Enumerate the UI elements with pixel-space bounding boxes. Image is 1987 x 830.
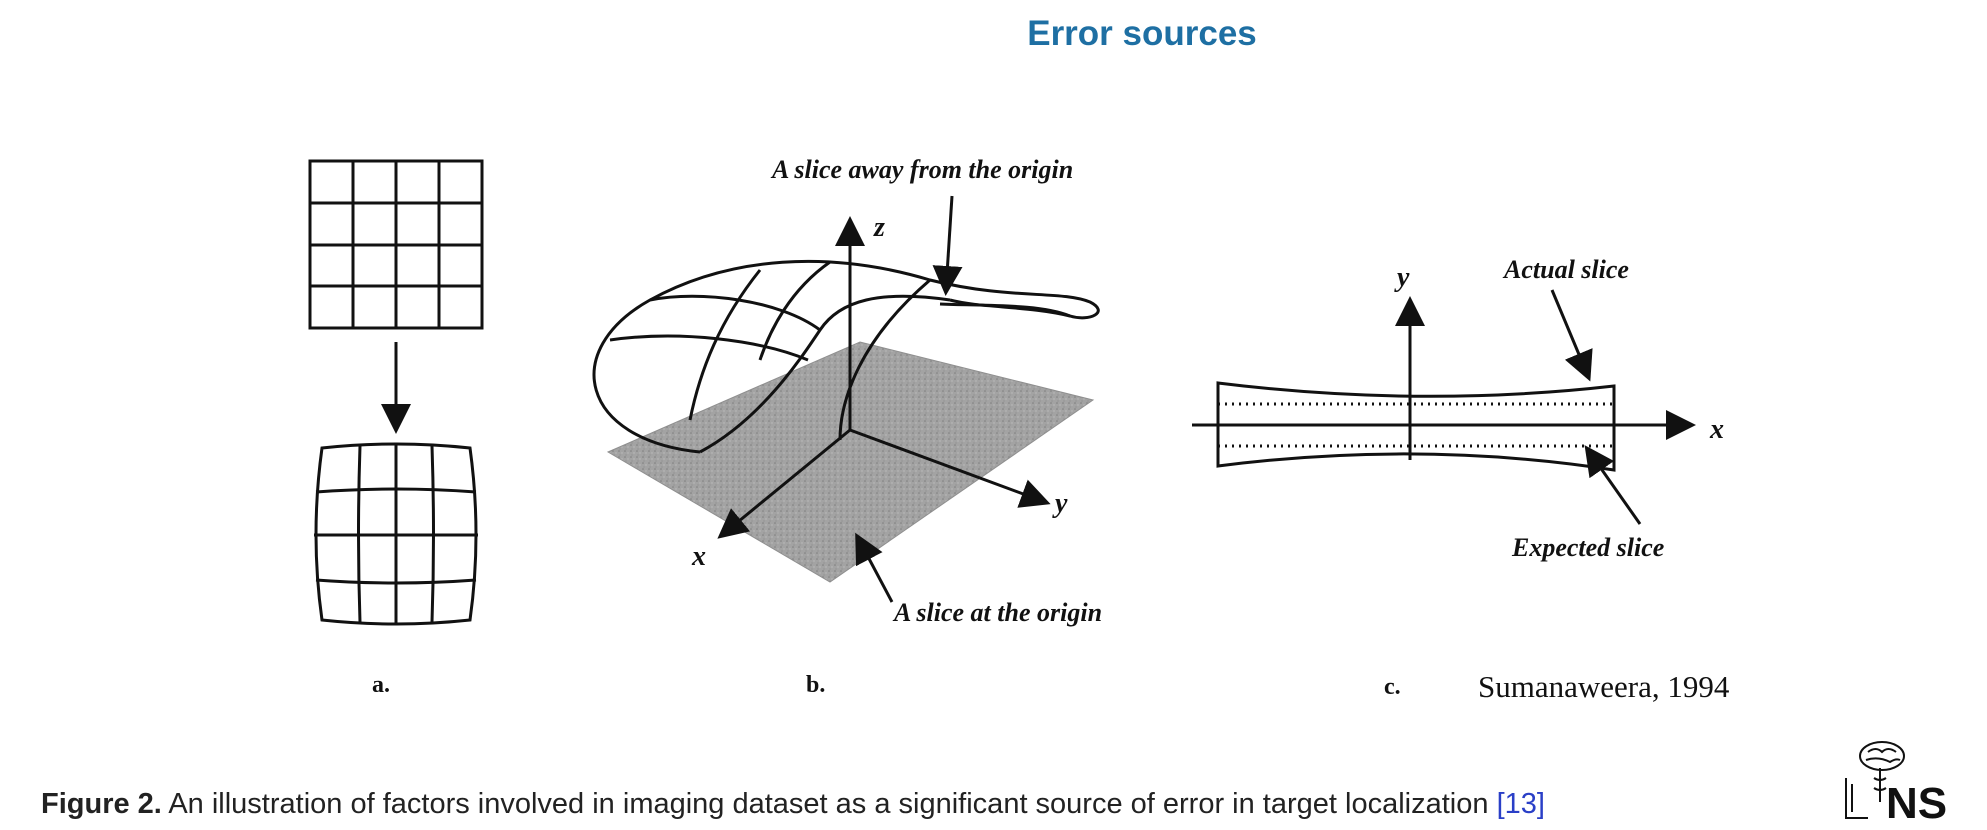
axis-c-x: x [1192, 410, 1724, 445]
callout-arrow-expected [1584, 445, 1642, 525]
caption-text: An illustration of factors involved in i… [161, 788, 1497, 820]
curved-slice-surface [592, 259, 1100, 454]
slide-title: Error sources [1027, 14, 1257, 53]
expected-slice-boundary [1218, 402, 1614, 448]
caption-prefix: Figure 2. [41, 788, 162, 820]
axis-z-label: z [873, 212, 885, 243]
callout-actual-slice: Actual slice [1502, 255, 1629, 284]
panel-c: x y Actual slice Expected slice c. Suman… [1192, 255, 1730, 704]
axis-y: y [849, 428, 1068, 519]
axis-y-label: y [1052, 488, 1068, 519]
axis-c-y: y [1394, 262, 1425, 460]
panel-a: a. [308, 159, 484, 698]
axis-x-label: x [691, 541, 706, 572]
panel-b: z y x A slice away from the origin A sli… [592, 155, 1102, 698]
caption-reference-link[interactable]: [13] [1496, 788, 1545, 820]
axis-c-y-label: y [1394, 262, 1410, 293]
axis-c-x-label: x [1709, 414, 1724, 445]
axis-x: x [691, 428, 851, 572]
callout-arrow-actual [1550, 289, 1593, 382]
panel-a-label: a. [372, 672, 390, 698]
figure-caption: Figure 2. An illustration of factors inv… [41, 788, 1545, 821]
citation: Sumanaweera, 1994 [1478, 669, 1730, 704]
panel-c-label: c. [1384, 674, 1401, 700]
regular-grid [308, 159, 484, 330]
axis-z: z [835, 212, 885, 430]
callout-arrow-away [932, 195, 963, 296]
panel-b-label: b. [806, 672, 825, 698]
figure-illustration: a. z y x A slice away from the origin [308, 155, 1730, 704]
callout-slice-origin: A slice at the origin [892, 598, 1102, 627]
distorted-grid [314, 442, 478, 626]
callout-arrow-origin [855, 532, 894, 603]
callout-expected-slice: Expected slice [1511, 533, 1664, 562]
callout-slice-away: A slice away from the origin [770, 155, 1073, 184]
brain-logo-icon: NS [1845, 741, 1947, 822]
logo-text: NS [1886, 779, 1947, 822]
